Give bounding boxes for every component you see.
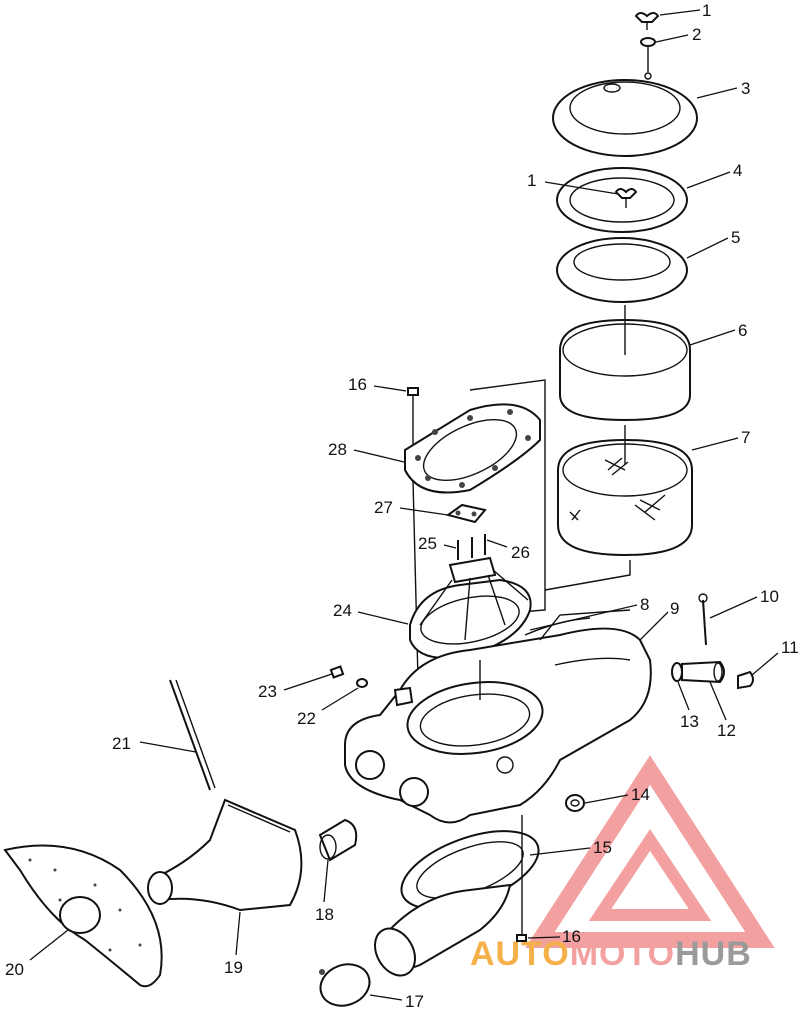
callout-28: 28 bbox=[328, 440, 347, 459]
part-2-washer bbox=[640, 37, 656, 47]
callout-13: 13 bbox=[680, 712, 699, 731]
callout-19: 19 bbox=[224, 958, 243, 977]
callout-8: 8 bbox=[640, 595, 649, 614]
callout-18: 18 bbox=[315, 905, 334, 924]
callout-22: 22 bbox=[297, 709, 316, 728]
leader-lines bbox=[29, 9, 779, 1001]
part-22-washer bbox=[356, 678, 368, 688]
part-17-cap bbox=[319, 963, 371, 1007]
callout-15: 15 bbox=[593, 838, 612, 857]
callout-25: 25 bbox=[418, 534, 437, 553]
callout-11: 11 bbox=[781, 638, 799, 657]
callout-24: 24 bbox=[333, 601, 352, 620]
part-9-airbox-housing bbox=[344, 609, 652, 824]
callout-14: 14 bbox=[631, 785, 650, 804]
watermark-triangle-logo bbox=[525, 755, 775, 948]
part-14-grommet bbox=[565, 794, 585, 812]
callout-9: 9 bbox=[670, 599, 679, 618]
part-7-filter-element bbox=[557, 425, 693, 557]
watermark-triangle-inner bbox=[588, 829, 712, 921]
part-25-26-studs bbox=[457, 534, 486, 560]
part-18-coupler bbox=[318, 818, 358, 862]
callout-6: 6 bbox=[738, 321, 747, 340]
callout-12: 12 bbox=[717, 721, 736, 740]
callout-21: 21 bbox=[112, 734, 131, 753]
callout-labels: 1 2 3 1 4 5 6 7 16 28 27 25 26 24 8 9 10… bbox=[5, 1, 799, 1011]
callout-27: 27 bbox=[374, 498, 393, 517]
callout-16-bottom: 16 bbox=[562, 927, 581, 946]
callout-2: 2 bbox=[692, 25, 701, 44]
part-5-plate bbox=[556, 237, 688, 303]
callout-5: 5 bbox=[731, 228, 740, 247]
part-4-gasket bbox=[556, 167, 688, 233]
svg-text:AUTOMOTOHUB: AUTOMOTOHUB bbox=[470, 935, 752, 973]
part-17-duct bbox=[374, 883, 512, 977]
watermark: AUTOMOTOHUB bbox=[470, 755, 775, 973]
callout-20: 20 bbox=[5, 960, 24, 979]
part-19-intake-boot bbox=[147, 798, 303, 912]
part-28-gasket-plate bbox=[404, 403, 541, 494]
part-24-filter-frame bbox=[409, 556, 532, 659]
callout-26: 26 bbox=[511, 543, 530, 562]
part-16-bolt-bottom bbox=[516, 815, 527, 942]
watermark-text-hub: HUB bbox=[675, 935, 752, 973]
part-20-heat-shield bbox=[3, 844, 163, 988]
part-13-hose-clamp bbox=[671, 662, 683, 682]
part-12-hose bbox=[681, 660, 725, 684]
watermark-text-moto: MOTO bbox=[570, 935, 675, 973]
callout-1-inner: 1 bbox=[527, 171, 536, 190]
part-10-clamp bbox=[698, 593, 708, 646]
callout-17: 17 bbox=[405, 992, 424, 1011]
part-1-wing-nut-top bbox=[634, 12, 660, 30]
part-1-wing-nut-inner bbox=[614, 188, 638, 208]
callout-3: 3 bbox=[741, 79, 750, 98]
part-23-screw bbox=[329, 665, 345, 679]
callout-10: 10 bbox=[760, 587, 779, 606]
part-6-pre-filter bbox=[559, 305, 691, 422]
callout-23: 23 bbox=[258, 682, 277, 701]
part-3-cover bbox=[552, 72, 698, 157]
part-11-cap bbox=[737, 670, 754, 690]
part-21-long-bolt bbox=[169, 679, 216, 791]
callout-1-top: 1 bbox=[702, 1, 711, 20]
part-27-small-plate bbox=[445, 503, 487, 524]
callout-7: 7 bbox=[741, 428, 750, 447]
callout-16-top: 16 bbox=[348, 375, 367, 394]
callout-4: 4 bbox=[733, 161, 742, 180]
